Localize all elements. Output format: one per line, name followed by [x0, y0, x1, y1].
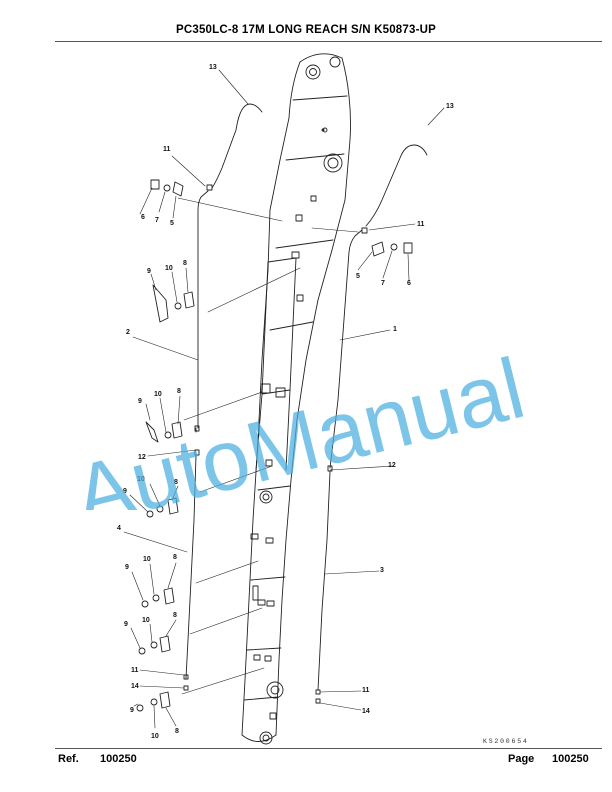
- clamp-assembly-6: [138, 635, 171, 655]
- pipe-right-upper: [329, 144, 428, 469]
- clamp-assembly-upper-right: [371, 241, 413, 257]
- callout-8-lower: 8: [173, 554, 177, 561]
- pipe-fittings: [183, 184, 368, 704]
- clamp-assembly-2: [152, 284, 195, 323]
- footer-divider: [55, 748, 602, 749]
- callout-5-right: 5: [356, 273, 360, 280]
- arm-clamp-brackets: [250, 195, 317, 720]
- callout-12-right: 12: [388, 462, 396, 469]
- callout-14-bottom-right: 14: [362, 708, 370, 715]
- callout-10-mid: 10: [137, 476, 145, 483]
- callout-8-bottom: 8: [175, 728, 179, 735]
- callout-6-left: 6: [141, 214, 145, 221]
- callout-10-bottom: 10: [151, 733, 159, 740]
- clamp-assembly-upper-left: [150, 179, 184, 197]
- header-divider: [55, 41, 602, 42]
- page-label: Page: [508, 753, 535, 765]
- callout-9-lower-2: 9: [124, 621, 128, 628]
- pipe-left-lower: [185, 454, 197, 679]
- callout-11-upper-left: 11: [163, 146, 171, 153]
- callout-7-left: 7: [155, 217, 159, 224]
- page-value: 100250: [552, 753, 589, 765]
- clamp-assembly-4: [146, 497, 179, 518]
- callout-10-lower-2: 10: [142, 617, 150, 624]
- callout-9-bottom: 9: [130, 707, 134, 714]
- callout-9-lower: 9: [125, 564, 129, 571]
- callout-labels: 13 13 11 11 6 7 5 5 7 6 8 9 10 2 1 10 8 …: [117, 64, 454, 740]
- ref-label: Ref.: [58, 753, 79, 765]
- callout-11-bottom-right: 11: [362, 687, 370, 694]
- leader-lines: [123, 69, 445, 729]
- pipe-left-upper: [195, 103, 263, 433]
- callout-12-left: 12: [138, 454, 146, 461]
- callout-14-bottom-left: 14: [131, 683, 139, 690]
- drawing-id: KS200654: [483, 738, 529, 745]
- callout-13-right: 13: [446, 103, 454, 110]
- arm-pin-bosses: [259, 56, 343, 745]
- arm-body: [241, 53, 351, 742]
- ref-value: 100250: [100, 753, 137, 765]
- callout-9-mid-upper: 9: [138, 398, 142, 405]
- pipe-right-lower: [317, 471, 331, 691]
- callout-5-left: 5: [170, 220, 174, 227]
- callout-8-lower-2: 8: [173, 612, 177, 619]
- clamp-assembly-3: [145, 421, 183, 443]
- callout-8-mid-upper: 8: [177, 388, 181, 395]
- callout-10-upper: 10: [165, 265, 173, 272]
- callout-8-upper: 8: [183, 260, 187, 267]
- callout-10-mid-upper: 10: [154, 391, 162, 398]
- callout-9-upper: 9: [147, 268, 151, 275]
- callout-3: 3: [380, 567, 384, 574]
- callout-10-lower: 10: [143, 556, 151, 563]
- callout-4: 4: [117, 525, 121, 532]
- callout-9-mid: 9: [123, 488, 127, 495]
- callout-8-mid: 8: [174, 479, 178, 486]
- clamp-assembly-5: [141, 587, 175, 608]
- callout-11-upper-right: 11: [417, 221, 425, 228]
- callout-6-right: 6: [407, 280, 411, 287]
- callout-2: 2: [126, 329, 130, 336]
- page-title: PC350LC-8 17M LONG REACH S/N K50873-UP: [175, 24, 437, 36]
- callout-13-left: 13: [209, 64, 217, 71]
- callout-1: 1: [393, 326, 397, 333]
- callout-7-right: 7: [381, 280, 385, 287]
- clamp-assembly-7: [136, 691, 171, 712]
- callout-11-bottom-left: 11: [131, 667, 139, 674]
